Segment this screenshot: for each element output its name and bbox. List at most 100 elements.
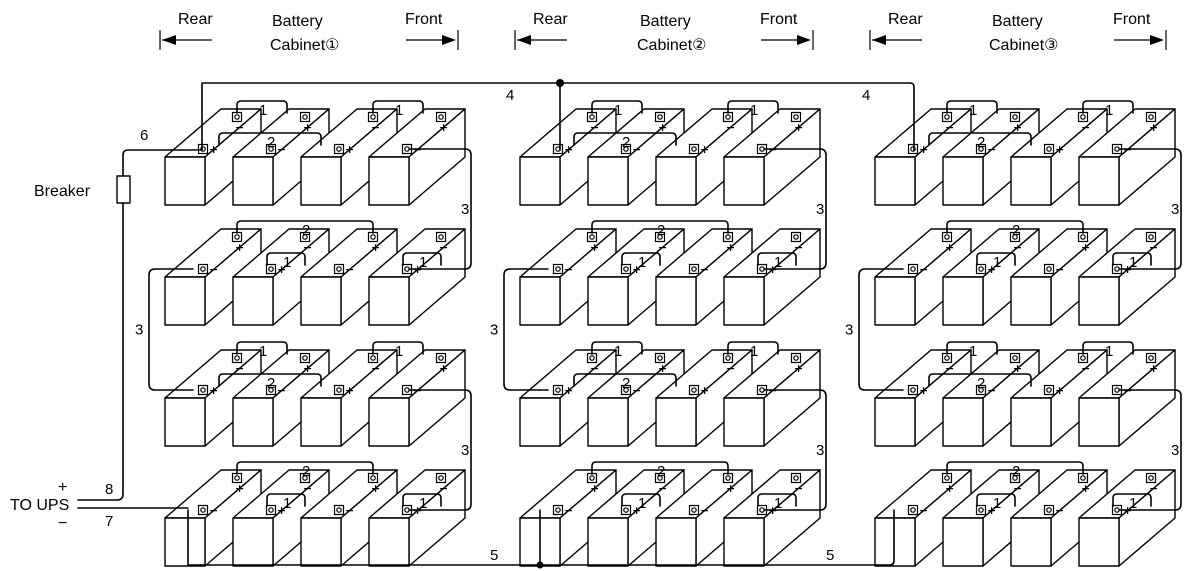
cabinet-header-2: Rear Battery Cabinet② Front <box>514 11 814 54</box>
cable-label-1: 1 <box>750 343 758 360</box>
terminal-sign: + <box>371 241 380 254</box>
terminal <box>756 384 768 396</box>
breaker <box>116 175 131 204</box>
cable-1 <box>946 100 998 114</box>
rear-label: Rear <box>533 11 568 28</box>
terminal <box>1043 263 1055 275</box>
terminal-sign: − <box>564 263 573 276</box>
cable-label-3: 3 <box>461 442 469 459</box>
terminal <box>907 263 919 275</box>
cable-3 <box>1118 148 1182 270</box>
cable-2 <box>928 373 1032 387</box>
terminal-sign: − <box>700 504 709 517</box>
terminal-sign: + <box>632 263 641 276</box>
cable-1 <box>236 341 288 355</box>
battery-block <box>1078 228 1176 326</box>
terminal-sign: − <box>209 504 218 517</box>
terminal-sign: + <box>794 362 803 375</box>
terminal-sign: − <box>303 482 312 495</box>
cable-label-1: 1 <box>638 254 646 271</box>
terminal <box>722 231 734 243</box>
terminal <box>435 472 447 484</box>
terminal <box>907 504 919 516</box>
terminal-sign: + <box>794 121 803 134</box>
terminal-sign: − <box>564 504 573 517</box>
cable-label-1: 1 <box>419 254 427 271</box>
terminal <box>333 143 345 155</box>
terminal <box>1145 111 1157 123</box>
terminal-sign: − <box>1013 241 1022 254</box>
terminal-sign: + <box>632 504 641 517</box>
cable-1 <box>976 493 1016 507</box>
cable-label-2: 2 <box>977 134 985 151</box>
terminal-sign: + <box>209 384 218 397</box>
terminal-sign: − <box>277 143 286 156</box>
terminal <box>197 143 209 155</box>
terminal-sign: + <box>1081 241 1090 254</box>
cabinet-title-line1: Battery <box>640 13 691 30</box>
junction-bottom <box>536 561 544 569</box>
cabinet-header-3: Rear Battery Cabinet③ Front <box>869 11 1167 54</box>
cable-2 <box>946 220 1084 234</box>
cable-label-1: 1 <box>395 102 403 119</box>
cable-label-2: 2 <box>622 134 630 151</box>
cable-1 <box>236 100 288 114</box>
cable-4 <box>201 82 915 151</box>
cable-1 <box>1082 100 1134 114</box>
cable-2 <box>236 220 374 234</box>
cable-label-2: 2 <box>1012 463 1020 480</box>
terminal <box>435 111 447 123</box>
ups-minus-sign: − <box>58 515 67 532</box>
cable-label-1: 1 <box>419 495 427 512</box>
terminal-sign: + <box>726 241 735 254</box>
terminal <box>197 504 209 516</box>
terminal-sign: − <box>632 384 641 397</box>
terminal-sign: − <box>987 384 996 397</box>
terminal <box>299 352 311 364</box>
cable-label-6: 6 <box>140 127 148 144</box>
cable-label-1: 1 <box>614 102 622 119</box>
terminal <box>265 143 277 155</box>
cable-label-1: 1 <box>969 343 977 360</box>
cable-label-4b: 4 <box>862 87 870 104</box>
terminal-sign: + <box>590 241 599 254</box>
cable-2 <box>236 461 374 475</box>
cable-label-3: 3 <box>816 201 824 218</box>
terminal-sign: − <box>590 121 599 134</box>
ups-plus-sign: + <box>58 479 67 496</box>
cable-1 <box>266 493 306 507</box>
terminal-sign: − <box>345 504 354 517</box>
cable-label-2: 2 <box>302 463 310 480</box>
terminal-sign: − <box>1149 241 1158 254</box>
cable-label-2: 2 <box>622 375 630 392</box>
terminal <box>1111 143 1123 155</box>
cable-1 <box>727 100 779 114</box>
terminal <box>790 352 802 364</box>
terminal <box>1043 504 1055 516</box>
cable-label-3: 3 <box>1171 442 1179 459</box>
cable-label-2: 2 <box>657 463 665 480</box>
cable-3 <box>503 268 549 391</box>
cable-label-1: 1 <box>993 495 1001 512</box>
cable-1 <box>757 493 797 507</box>
cable-label-2: 2 <box>977 375 985 392</box>
terminal-sign: + <box>1149 362 1158 375</box>
terminal <box>620 143 632 155</box>
breaker-label: Breaker <box>34 183 91 200</box>
cable-label-1: 1 <box>614 343 622 360</box>
terminal <box>265 384 277 396</box>
cable-1 <box>266 252 306 266</box>
cable-label-1: 1 <box>283 254 291 271</box>
cable-1 <box>402 252 442 266</box>
terminal-sign: + <box>371 482 380 495</box>
diagram-labels: Breaker TO UPS + − 6 8 7 4 4 5 5 <box>10 87 870 564</box>
terminal-sign: − <box>1081 121 1090 134</box>
terminal-sign: − <box>1013 482 1022 495</box>
terminal <box>654 472 666 484</box>
terminal-sign: − <box>590 362 599 375</box>
